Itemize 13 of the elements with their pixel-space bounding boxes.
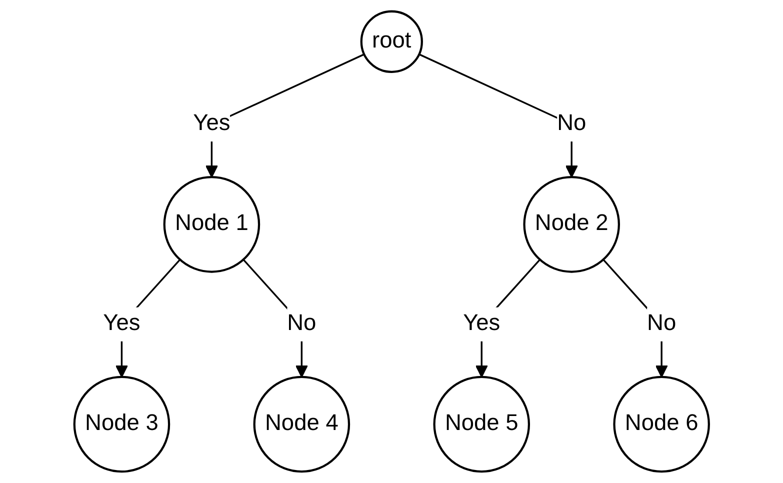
node-circle: Node 4 [253, 376, 350, 473]
edge-label: Yes [462, 312, 500, 336]
node-circle: Node 1 [163, 176, 260, 273]
node-circle: Node 6 [613, 376, 710, 473]
node-circle: Node 5 [433, 376, 530, 473]
node-circle: root [360, 10, 423, 73]
edge-label: No [556, 112, 586, 136]
edge-label: No [646, 312, 676, 336]
edge-label: Yes [192, 112, 230, 136]
node-circle: Node 3 [73, 376, 170, 473]
node-circle: Node 2 [523, 176, 620, 273]
edge-label: Yes [103, 312, 140, 336]
edge-label: No [286, 312, 316, 336]
